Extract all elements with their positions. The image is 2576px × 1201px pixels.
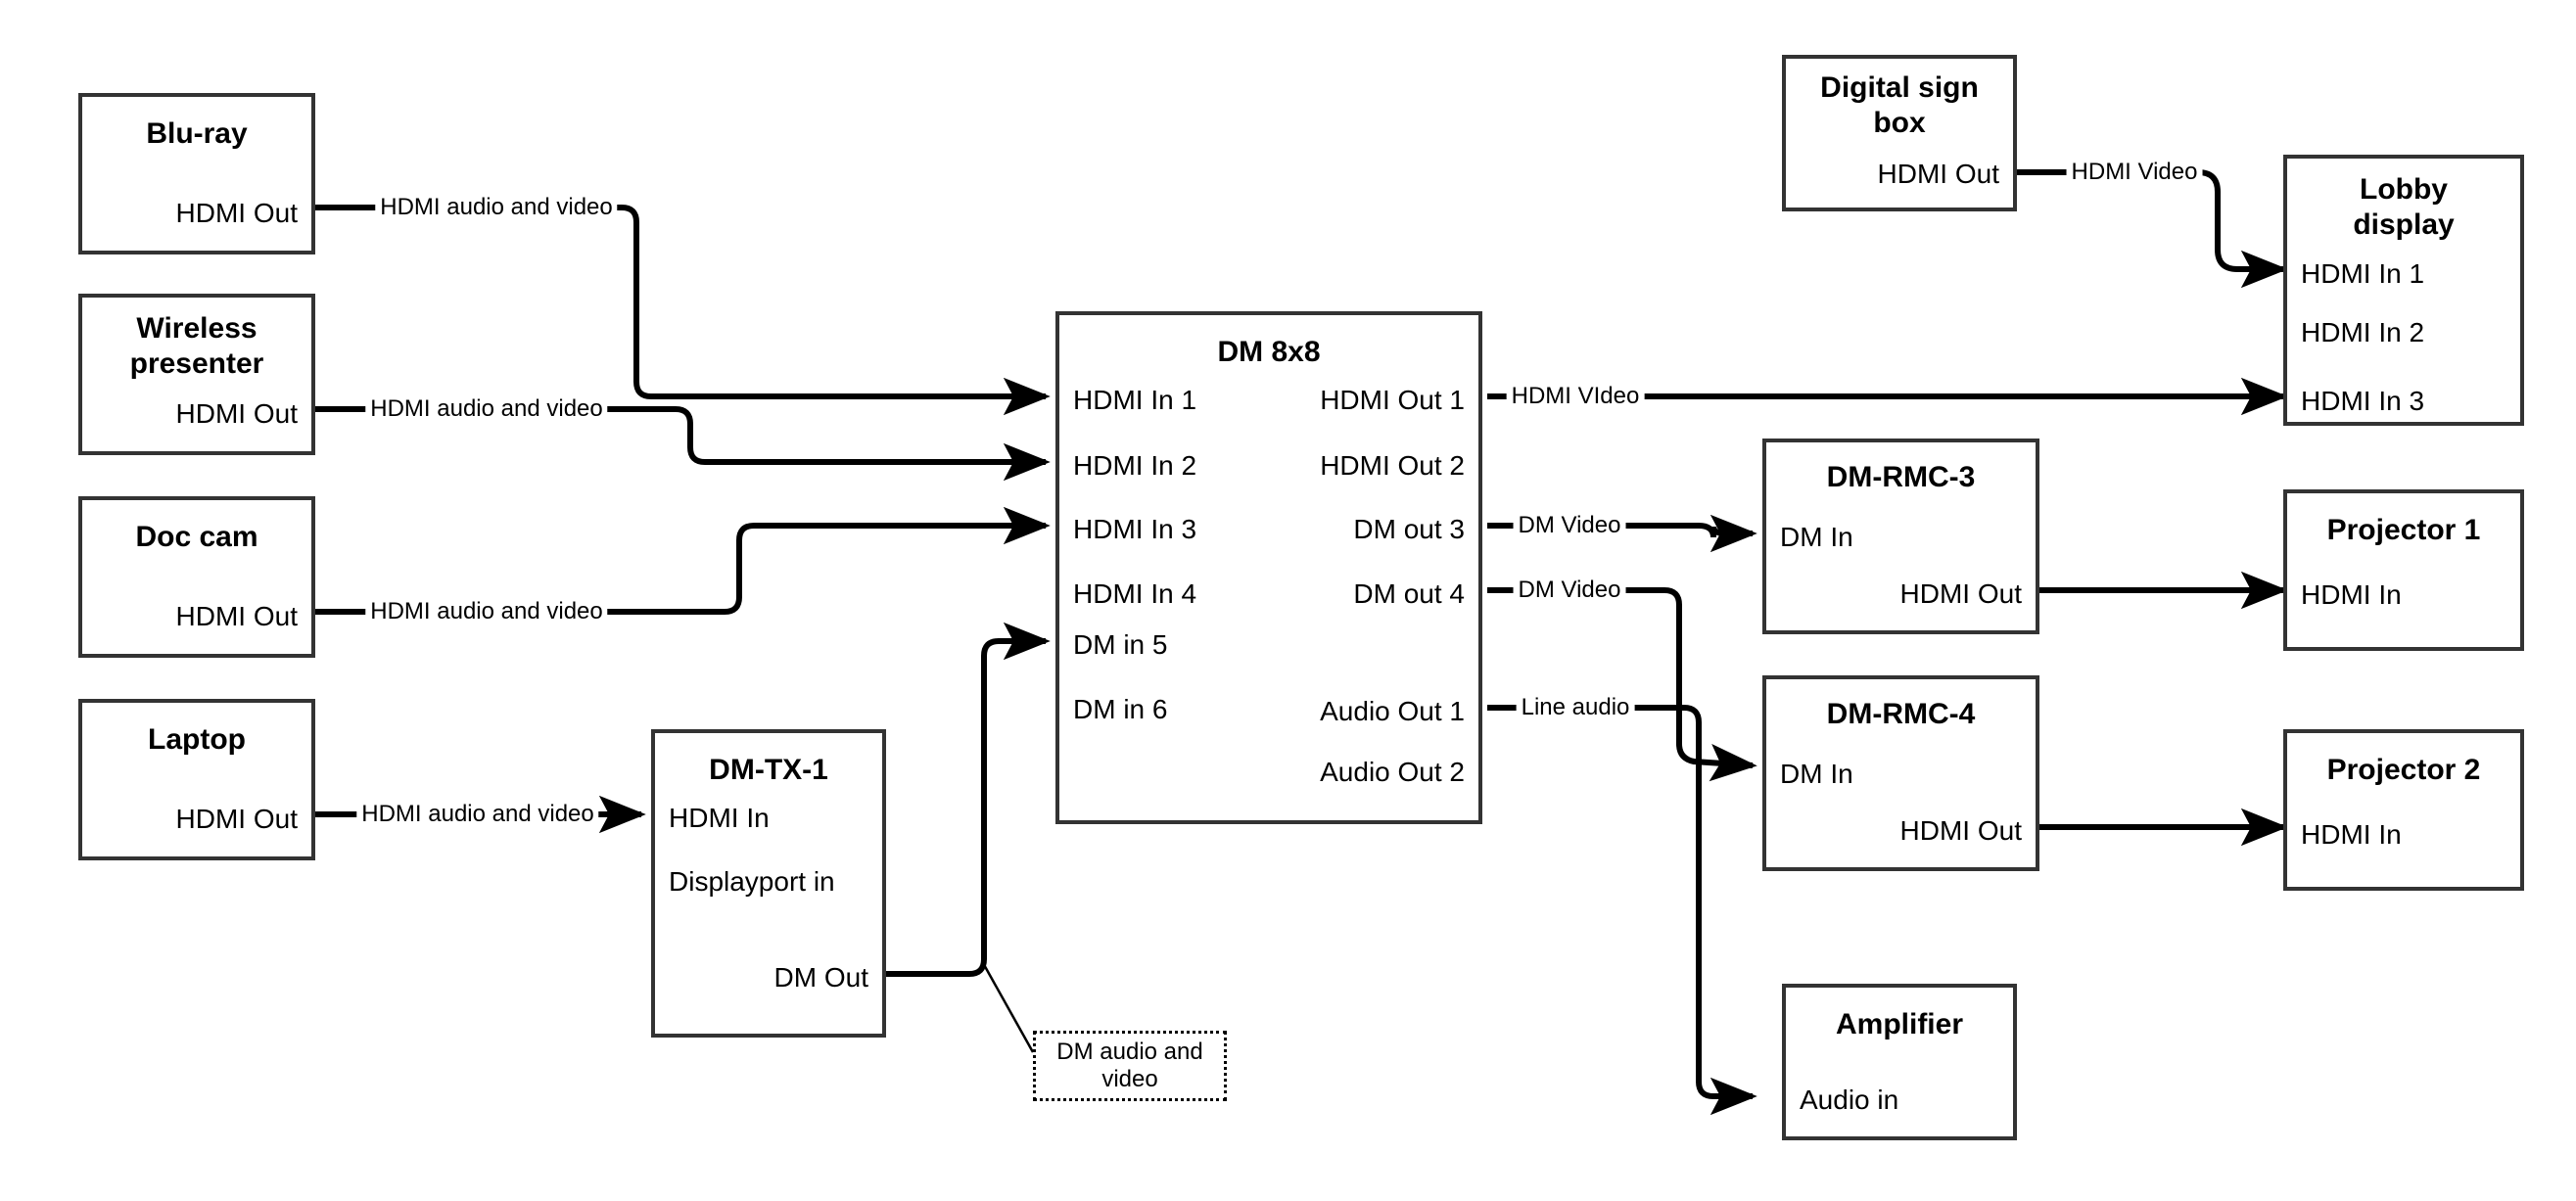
node-wireless-presenter[interactable]: Wireless presenter HDMI Out bbox=[78, 294, 315, 455]
node-title-dm-8x8: DM 8x8 bbox=[1217, 336, 1321, 368]
node-title-wireless-presenter: Wireless presenter bbox=[129, 312, 264, 380]
port-digital-sign-box-hdmi-out[interactable]: HDMI Out bbox=[1877, 159, 1999, 189]
wire-label-dm-video-3: DM Video bbox=[1513, 513, 1626, 538]
port-dm-8x8-audio-out-2[interactable]: Audio Out 2 bbox=[1320, 757, 1465, 787]
port-dm-rmc-4-dm-in[interactable]: DM In bbox=[1780, 759, 1853, 789]
node-projector-2[interactable]: Projector 2 HDMI In bbox=[2283, 729, 2524, 891]
wire-dm-audio1-to-amp bbox=[1487, 705, 1757, 1116]
wire-label-wireless: HDMI audio and video bbox=[365, 396, 608, 422]
node-dm-rmc-4[interactable]: DM-RMC-4 DM In HDMI Out bbox=[1762, 675, 2039, 871]
node-title-blu-ray: Blu-ray bbox=[146, 117, 248, 150]
node-title-dm-rmc-4: DM-RMC-4 bbox=[1826, 698, 1976, 730]
node-projector-1[interactable]: Projector 1 HDMI In bbox=[2283, 489, 2524, 651]
node-dm-tx-1[interactable]: DM-TX-1 HDMI In Displayport in DM Out bbox=[651, 729, 886, 1038]
port-dm-8x8-dm-out-3[interactable]: DM out 3 bbox=[1353, 514, 1465, 544]
port-dm-rmc-3-hdmi-out[interactable]: HDMI Out bbox=[1899, 578, 2022, 609]
port-dm-8x8-hdmi-in-3[interactable]: HDMI In 3 bbox=[1073, 514, 1197, 544]
node-title-amplifier: Amplifier bbox=[1835, 1008, 1964, 1040]
port-dm-rmc-3-dm-in[interactable]: DM In bbox=[1780, 522, 1853, 552]
port-projector-1-hdmi-in[interactable]: HDMI In bbox=[2301, 579, 2402, 610]
node-dm-8x8[interactable]: DM 8x8 HDMI In 1 HDMI In 2 HDMI In 3 HDM… bbox=[1055, 311, 1482, 824]
port-dm-8x8-hdmi-out-2[interactable]: HDMI Out 2 bbox=[1320, 450, 1465, 481]
node-title-laptop: Laptop bbox=[148, 723, 246, 756]
node-title-doc-cam: Doc cam bbox=[135, 521, 258, 553]
node-title-dm-rmc-3: DM-RMC-3 bbox=[1826, 461, 1976, 493]
wire-dm-out4-to-rmc4 bbox=[1487, 587, 1757, 782]
node-amplifier[interactable]: Amplifier Audio in bbox=[1782, 984, 2017, 1140]
node-title-projector-2: Projector 2 bbox=[2326, 754, 2481, 786]
node-title-lobby-display: Lobby display bbox=[2353, 173, 2455, 241]
wire-label-hdmi-video-out1: HDMI VIdeo bbox=[1506, 384, 1645, 409]
port-lobby-display-hdmi-in-1[interactable]: HDMI In 1 bbox=[2301, 258, 2425, 289]
node-digital-sign-box[interactable]: Digital sign box HDMI Out bbox=[1782, 55, 2017, 211]
port-dm-8x8-dm-out-4[interactable]: DM out 4 bbox=[1353, 578, 1465, 609]
wire-bluray-to-dm-in1 bbox=[315, 205, 1051, 416]
wire-label-laptop: HDMI audio and video bbox=[356, 802, 599, 827]
port-dm-8x8-hdmi-in-4[interactable]: HDMI In 4 bbox=[1073, 578, 1197, 609]
node-lobby-display[interactable]: Lobby display HDMI In 1 HDMI In 2 HDMI I… bbox=[2283, 155, 2524, 426]
node-title-digital-sign-box: Digital sign box bbox=[1820, 71, 1979, 139]
wire-sign-to-lobby1 bbox=[2017, 169, 2288, 289]
node-dm-rmc-3[interactable]: DM-RMC-3 DM In HDMI Out bbox=[1762, 439, 2039, 634]
wire-label-doccam: HDMI audio and video bbox=[365, 599, 608, 624]
node-doc-cam[interactable]: Doc cam HDMI Out bbox=[78, 496, 315, 658]
port-projector-2-hdmi-in[interactable]: HDMI In bbox=[2301, 819, 2402, 850]
port-dm-8x8-dm-in-6[interactable]: DM in 6 bbox=[1073, 694, 1168, 724]
port-dm-8x8-hdmi-in-2[interactable]: HDMI In 2 bbox=[1073, 450, 1197, 481]
wire-label-line-audio: Line audio bbox=[1516, 695, 1635, 720]
port-dm-8x8-hdmi-out-1[interactable]: HDMI Out 1 bbox=[1320, 385, 1465, 415]
port-dm-8x8-dm-in-5[interactable]: DM in 5 bbox=[1073, 629, 1168, 660]
port-dm-tx-1-hdmi-in[interactable]: HDMI In bbox=[669, 803, 770, 833]
node-laptop[interactable]: Laptop HDMI Out bbox=[78, 699, 315, 860]
port-dm-tx-1-dm-out[interactable]: DM Out bbox=[773, 962, 868, 993]
node-title-dm-tx-1: DM-TX-1 bbox=[709, 754, 828, 786]
port-lobby-display-hdmi-in-2[interactable]: HDMI In 2 bbox=[2301, 317, 2425, 347]
port-laptop-hdmi-out[interactable]: HDMI Out bbox=[175, 804, 298, 834]
port-dm-rmc-4-hdmi-out[interactable]: HDMI Out bbox=[1899, 815, 2022, 846]
wire-tx-to-dm-in5 bbox=[886, 622, 1051, 977]
port-lobby-display-hdmi-in-3[interactable]: HDMI In 3 bbox=[2301, 386, 2425, 416]
port-wireless-presenter-hdmi-out[interactable]: HDMI Out bbox=[175, 398, 298, 429]
node-title-projector-1: Projector 1 bbox=[2326, 514, 2481, 546]
node-blu-ray[interactable]: Blu-ray HDMI Out bbox=[78, 93, 315, 254]
wire-label-dm-video-4: DM Video bbox=[1513, 577, 1626, 603]
port-amplifier-audio-in[interactable]: Audio in bbox=[1800, 1085, 1899, 1115]
port-blu-ray-hdmi-out[interactable]: HDMI Out bbox=[175, 198, 298, 228]
wire-label-sign-hdmi-video: HDMI Video bbox=[2066, 160, 2203, 185]
wire-callout-leader bbox=[980, 960, 1035, 1053]
port-dm-8x8-audio-out-1[interactable]: Audio Out 1 bbox=[1320, 696, 1465, 726]
wire-label-bluray: HDMI audio and video bbox=[375, 195, 618, 220]
port-dm-tx-1-displayport-in[interactable]: Displayport in bbox=[669, 866, 835, 897]
port-doc-cam-hdmi-out[interactable]: HDMI Out bbox=[175, 601, 298, 631]
port-dm-8x8-hdmi-in-1[interactable]: HDMI In 1 bbox=[1073, 385, 1197, 415]
callout-dm-audio-and-video: DM audio and video bbox=[1033, 1031, 1227, 1101]
